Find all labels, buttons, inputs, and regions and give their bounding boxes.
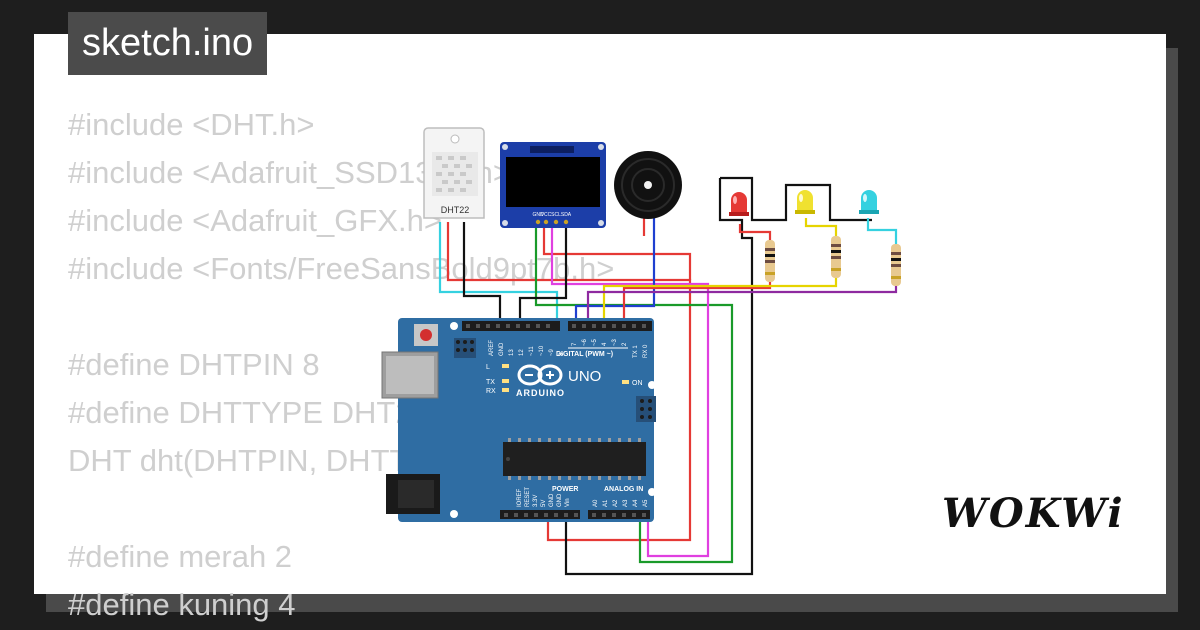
- oled-pin-label: SDA: [561, 212, 572, 218]
- arduino-label: ARDUINO: [516, 388, 565, 398]
- wokwi-logo: WOKWi: [942, 490, 1125, 537]
- wire-yellow: [804, 218, 838, 236]
- oled-pin-label: VCC: [541, 212, 552, 218]
- led-cyan[interactable]: [859, 190, 879, 214]
- wire-green: [534, 226, 734, 564]
- dht22-sensor[interactable]: DHT22: [423, 127, 485, 219]
- pin-label: 13: [509, 349, 515, 356]
- code-line: #define kuning 4: [68, 587, 296, 622]
- oled-display[interactable]: GND VCC SCL SDA: [500, 142, 606, 228]
- pin-label: IOREF: [517, 488, 523, 507]
- wire-black: [518, 226, 568, 328]
- pin-label: A4: [633, 499, 639, 507]
- led-red[interactable]: [729, 192, 749, 216]
- pin-label: RX 0: [643, 344, 649, 358]
- pin-label: 12: [519, 349, 525, 356]
- analog-label: ANALOG IN: [604, 486, 643, 493]
- wire-cyan: [866, 218, 898, 244]
- pin-label: A5: [643, 499, 649, 507]
- pin-label: Vin: [565, 498, 571, 507]
- on-label: ON: [632, 380, 643, 387]
- pin-label: ~6: [582, 338, 588, 346]
- pin-label: 3.3V: [533, 495, 539, 507]
- wire-purple: [586, 286, 898, 328]
- resistor[interactable]: [891, 244, 901, 286]
- pin-label: GND: [499, 342, 505, 356]
- oled-pin-label: GND: [532, 212, 544, 218]
- pin-label: AREF: [489, 340, 495, 356]
- pin-label: ~5: [592, 338, 598, 346]
- arduino-logo: [517, 364, 563, 386]
- resistor[interactable]: [831, 236, 841, 278]
- pin-label: TX 1: [633, 345, 639, 358]
- digital-label: DIGITAL (PWM ~): [556, 351, 613, 358]
- arduino-uno-board[interactable]: AREF GND 13 12 ~11 ~10 ~9 8 7 ~6 ~5 4 ~3…: [381, 318, 656, 522]
- wire-red: [738, 224, 772, 240]
- pin-label: A0: [593, 499, 599, 507]
- pin-label: A1: [603, 499, 609, 507]
- pin-label: ~3: [612, 338, 618, 346]
- wire-black: [564, 178, 754, 576]
- wire-yellow: [602, 276, 838, 328]
- code-line: #include <DHT.h>: [68, 107, 315, 142]
- power-label: POWER: [552, 486, 578, 493]
- wire-blue: [574, 218, 656, 328]
- microcontroller-chip: [503, 442, 646, 476]
- preview-card: #include <DHT.h> #include <Adafruit_SSD1…: [34, 34, 1166, 622]
- wire-black: [720, 176, 872, 222]
- code-line: #define DHTPIN 8: [68, 347, 320, 382]
- uno-label: UNO: [568, 368, 601, 385]
- pin-label: ~9: [549, 348, 555, 356]
- oled-pin-label: SCL: [551, 212, 561, 218]
- pin-label: ~11: [529, 346, 535, 356]
- wire-black: [462, 222, 502, 328]
- pin-label: GND: [557, 493, 563, 507]
- buzzer[interactable]: [614, 151, 682, 219]
- analog-header: [588, 510, 650, 519]
- wire-red: [446, 222, 692, 542]
- power-header: [500, 510, 580, 519]
- pin-label: 5V: [541, 500, 547, 507]
- wire-red: [542, 226, 692, 280]
- l-label: L: [486, 364, 490, 371]
- file-tab[interactable]: sketch.ino: [68, 12, 268, 75]
- tx-label: TX: [486, 379, 495, 386]
- wire-cyan: [438, 222, 559, 328]
- wire-magenta: [550, 226, 710, 558]
- pin-label: GND: [549, 493, 555, 507]
- pin-label: ~10: [539, 345, 545, 356]
- rx-label: RX: [486, 388, 496, 395]
- led-yellow[interactable]: [795, 190, 815, 214]
- dht-label: DHT22: [441, 205, 470, 215]
- pin-label: RESET: [525, 487, 531, 507]
- wires: [438, 176, 898, 576]
- code-line: #define merah 2: [68, 539, 293, 574]
- pin-label: A3: [623, 499, 629, 507]
- pin-label: 8: [559, 352, 565, 356]
- code-line: #include <Fonts/FreeSansBold9pt7b.h>: [68, 251, 615, 286]
- pin-label: 7: [572, 342, 578, 346]
- pin-label: 4: [602, 342, 608, 346]
- code-line: #include <Adafruit_GFX.h>: [68, 203, 442, 238]
- digital-header-left: [462, 321, 560, 331]
- digital-header-right: [568, 321, 652, 331]
- pin-label: 2: [622, 342, 628, 346]
- pin-label: A2: [613, 499, 619, 507]
- resistor[interactable]: [765, 240, 775, 282]
